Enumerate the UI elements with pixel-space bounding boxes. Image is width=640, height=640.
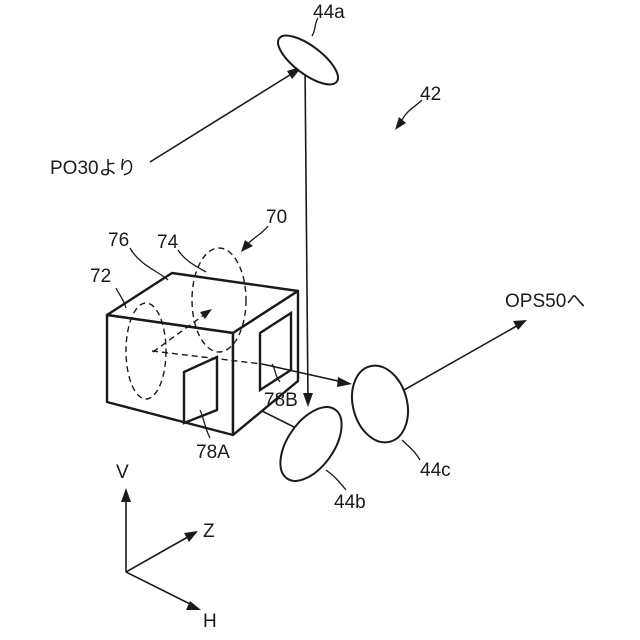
label-axis-h: H bbox=[203, 611, 217, 632]
label-44a: 44a bbox=[313, 2, 345, 23]
input-beam bbox=[150, 66, 303, 162]
label-42: 42 bbox=[420, 84, 441, 105]
block-70-pointer bbox=[241, 226, 268, 252]
label-76: 76 bbox=[108, 230, 129, 251]
label-output: OPS50へ bbox=[505, 291, 585, 312]
leader-44c bbox=[402, 440, 420, 460]
label-78b: 78B bbox=[264, 390, 298, 411]
label-44b: 44b bbox=[334, 492, 366, 513]
label-44c: 44c bbox=[420, 460, 451, 481]
label-78a: 78A bbox=[196, 442, 230, 463]
label-74: 74 bbox=[157, 232, 179, 253]
label-input: PO30より bbox=[50, 158, 136, 179]
leader-44b bbox=[326, 470, 346, 490]
label-70: 70 bbox=[266, 207, 287, 228]
label-axis-z: Z bbox=[203, 521, 215, 542]
lens-44c bbox=[344, 359, 416, 448]
mirror-44a bbox=[271, 27, 345, 93]
leader-74 bbox=[178, 250, 206, 272]
label-axis-v: V bbox=[116, 462, 129, 483]
coordinate-axes bbox=[121, 488, 201, 610]
label-72: 72 bbox=[90, 266, 111, 287]
vertical-beam bbox=[303, 66, 313, 407]
assembly-42-pointer bbox=[395, 100, 422, 130]
output-beam bbox=[404, 320, 527, 390]
